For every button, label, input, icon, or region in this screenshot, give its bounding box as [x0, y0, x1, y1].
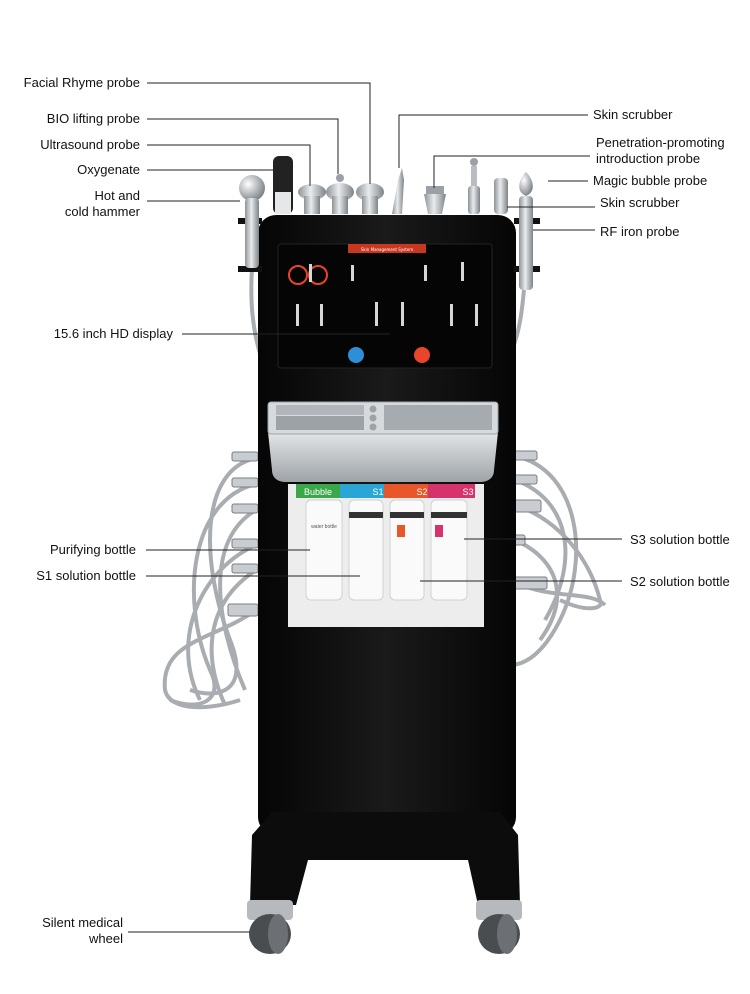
strip-label-s2: S2	[416, 487, 427, 497]
hoses-left	[162, 456, 258, 710]
callout-magic-bubble-probe: Magic bubble probe	[593, 173, 708, 188]
callout-ultrasound-probe: Ultrasound probe	[40, 137, 140, 152]
callout-oxygenate: Oxygenate	[77, 162, 140, 177]
callout-skin-scrubber-mid: Skin scrubber	[600, 195, 680, 210]
callout-silent-medical-wheel-line1: Silent medical	[42, 915, 123, 930]
probe-penetration	[424, 186, 446, 214]
probe-ultrasound	[298, 184, 326, 214]
callout-penetration-promoting-probe: Penetration-promoting introduction probe	[596, 135, 725, 167]
hoses-right	[509, 454, 607, 667]
callout-hot-and-cold-hammer-line1: Hot and	[94, 188, 140, 203]
callout-silent-medical-wheel-line2: wheel	[89, 931, 123, 946]
probe-skin-scrubber-mid	[494, 178, 508, 214]
probe-magic-bubble	[468, 158, 480, 214]
probe-rf-iron	[519, 172, 533, 290]
callout-hot-and-cold-hammer-line2: cold hammer	[64, 204, 140, 219]
callout-s1-solution-bottle: S1 solution bottle	[36, 568, 136, 583]
probe-hot-cold-hammer	[239, 175, 265, 268]
callout-silent-medical-wheel: Silent medical wheel	[42, 915, 123, 947]
hose-connectors	[227, 450, 548, 617]
callout-facial-rhyme-probe: Facial Rhyme probe	[23, 75, 140, 90]
leader-lines	[128, 82, 622, 933]
screen-title: Skin Management System	[361, 247, 413, 252]
probe-bio-lifting	[326, 174, 354, 214]
hd-display	[277, 243, 493, 369]
cabinet-base	[250, 812, 520, 905]
probe-skin-scrubber-top	[392, 168, 404, 214]
callout-s3-solution-bottle: S3 solution bottle	[630, 532, 730, 547]
bottles: water bottle	[305, 499, 468, 601]
water-bottle-label: water bottle	[311, 524, 337, 530]
callout-penetration-line1: Penetration-promoting	[596, 135, 725, 150]
bottle-color-strip: Bubble S1 S2 S3	[296, 484, 475, 498]
callout-skin-scrubber-top: Skin scrubber	[593, 107, 673, 122]
strip-label-s1: S1	[372, 487, 383, 497]
callout-hot-and-cold-hammer: Hot and cold hammer	[65, 188, 140, 220]
wheel-right	[476, 900, 522, 954]
callout-penetration-line2: introduction probe	[596, 151, 701, 166]
probe-facial-rhyme	[356, 183, 384, 214]
probe-oxygenate	[273, 156, 293, 214]
wheel-left	[247, 900, 293, 954]
callout-purifying-bottle: Purifying bottle	[50, 542, 136, 557]
callout-bio-lifting-probe: BIO lifting probe	[46, 111, 140, 126]
screen-contents: Skin Management System	[288, 244, 478, 363]
strip-label-s3: S3	[462, 487, 473, 497]
callout-hd-display: 15.6 inch HD display	[53, 326, 173, 341]
accessory-tray	[267, 401, 499, 482]
callout-rf-iron-probe: RF iron probe	[600, 224, 680, 239]
callout-s2-solution-bottle: S2 solution bottle	[630, 574, 730, 589]
strip-label-bubble: Bubble	[304, 487, 332, 497]
